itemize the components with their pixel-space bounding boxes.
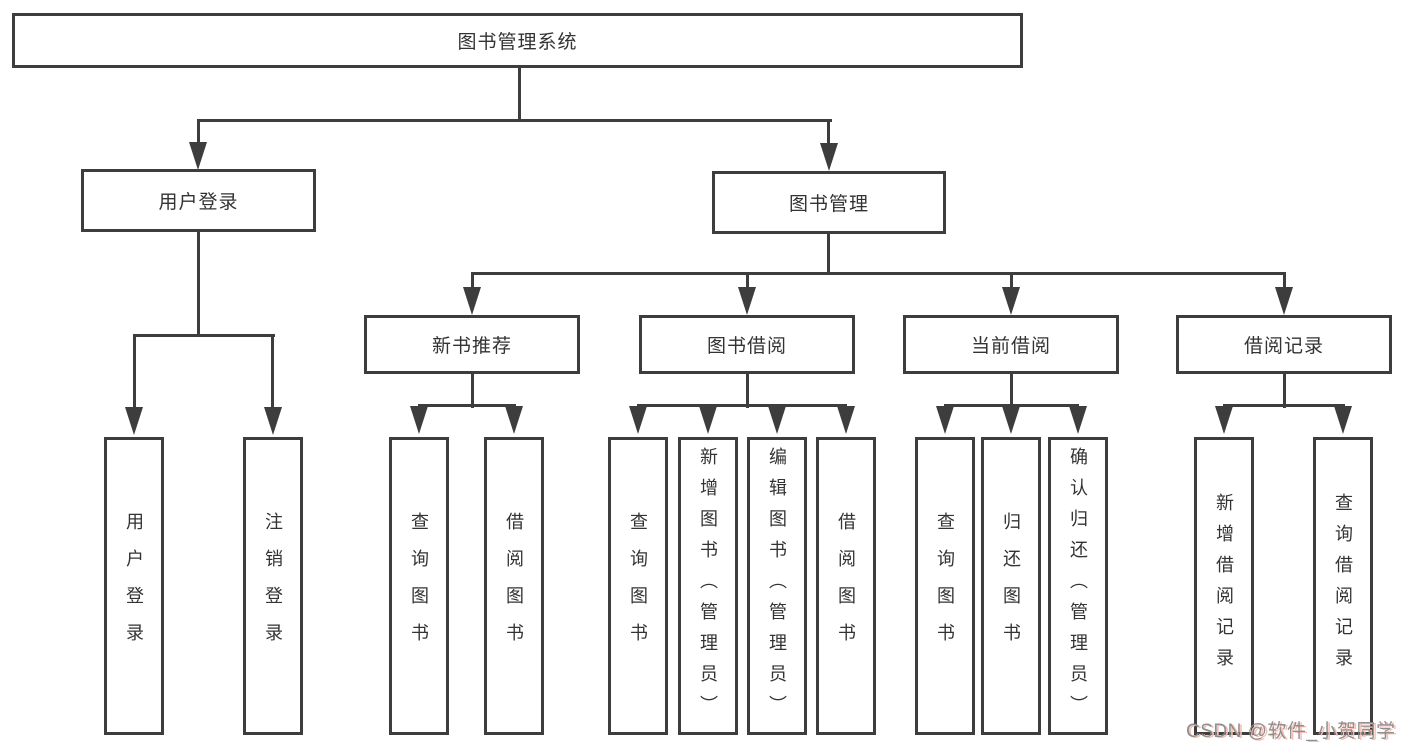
arrowhead-icon	[629, 406, 647, 434]
leaf-label: 查询图书	[628, 512, 648, 660]
leaf-user-login: 用户登录	[104, 437, 164, 735]
connector-line	[746, 272, 749, 290]
connector-line	[827, 234, 830, 275]
leaf-borrow-books: 借阅图书	[816, 437, 876, 735]
leaf-label: 编辑图书（管理员）	[767, 446, 787, 726]
connector-line	[471, 272, 474, 290]
arrowhead-icon	[1215, 406, 1233, 434]
arrowhead-icon	[738, 287, 756, 315]
arrowhead-icon	[410, 406, 428, 434]
arrowhead-icon	[820, 143, 838, 171]
node-current-borrowing: 当前借阅	[903, 315, 1119, 374]
connector-line	[1010, 272, 1013, 290]
connector-line	[746, 374, 749, 408]
leaf-label: 查询图书	[935, 512, 955, 660]
arrowhead-icon	[768, 406, 786, 434]
leaf-add-books-admin: 新增图书（管理员）	[678, 437, 738, 735]
leaf-query-books-borrow: 查询图书	[608, 437, 668, 735]
node-new-book-recommendation: 新书推荐	[364, 315, 580, 374]
node-label: 用户登录	[158, 192, 239, 213]
csdn-watermark: CSDN @软件_小贺同学	[1186, 721, 1396, 742]
arrowhead-icon	[1334, 406, 1352, 434]
connector-line	[1223, 404, 1345, 407]
node-book-management: 图书管理	[712, 171, 946, 234]
connector-line	[637, 404, 847, 407]
leaf-query-books-current: 查询图书	[915, 437, 975, 735]
connector-line	[518, 68, 521, 122]
connector-line	[827, 119, 830, 146]
leaf-label: 新增图书（管理员）	[698, 446, 718, 726]
node-borrowing-records: 借阅记录	[1176, 315, 1392, 374]
node-book-borrowing: 图书借阅	[639, 315, 855, 374]
connector-line	[197, 232, 200, 337]
arrowhead-icon	[1002, 406, 1020, 434]
connector-line	[197, 119, 832, 122]
connector-line	[133, 334, 275, 337]
connector-line	[1283, 374, 1286, 408]
leaf-label: 查询图书	[409, 512, 429, 660]
arrowhead-icon	[189, 142, 207, 170]
leaf-label: 借阅图书	[836, 512, 856, 660]
leaf-label: 借阅图书	[504, 512, 524, 660]
leaf-label: 用户登录	[124, 512, 144, 660]
connector-line	[1283, 272, 1286, 290]
arrowhead-icon	[699, 406, 717, 434]
leaf-label: 新增借阅记录	[1214, 493, 1234, 679]
connector-line	[271, 334, 274, 409]
node-label: 当前借阅	[970, 336, 1051, 357]
leaf-label: 归还图书	[1001, 512, 1021, 660]
leaf-edit-books-admin: 编辑图书（管理员）	[747, 437, 807, 735]
node-label: 图书管理	[788, 194, 869, 215]
leaf-return-books: 归还图书	[981, 437, 1041, 735]
arrowhead-icon	[837, 406, 855, 434]
arrowhead-icon	[463, 287, 481, 315]
leaf-query-books-recommend: 查询图书	[389, 437, 449, 735]
connector-line	[944, 404, 1079, 407]
connector-line	[471, 374, 474, 408]
leaf-label: 注销登录	[263, 512, 283, 660]
leaf-label: 确认归还（管理员）	[1068, 446, 1088, 726]
connector-line	[133, 334, 136, 409]
arrowhead-icon	[264, 407, 282, 435]
node-label: 借阅记录	[1243, 336, 1324, 357]
connector-line	[471, 272, 1286, 275]
leaf-confirm-return-admin: 确认归还（管理员）	[1048, 437, 1108, 735]
connector-line	[418, 404, 516, 407]
leaf-label: 查询借阅记录	[1333, 493, 1353, 679]
connector-line	[197, 119, 200, 146]
node-label: 图书管理系统	[457, 32, 578, 53]
node-library-management-system: 图书管理系统	[12, 13, 1023, 68]
leaf-logout: 注销登录	[243, 437, 303, 735]
leaf-add-borrow-record: 新增借阅记录	[1194, 437, 1254, 735]
node-user-login: 用户登录	[81, 169, 316, 232]
arrowhead-icon	[1002, 287, 1020, 315]
connector-line	[1010, 374, 1013, 408]
node-label: 图书借阅	[706, 336, 787, 357]
leaf-borrow-books-recommend: 借阅图书	[484, 437, 544, 735]
arrowhead-icon	[1069, 406, 1087, 434]
arrowhead-icon	[1275, 287, 1293, 315]
arrowhead-icon	[505, 406, 523, 434]
node-label: 新书推荐	[431, 336, 512, 357]
leaf-query-borrow-record: 查询借阅记录	[1313, 437, 1373, 735]
arrowhead-icon	[936, 406, 954, 434]
arrowhead-icon	[125, 407, 143, 435]
